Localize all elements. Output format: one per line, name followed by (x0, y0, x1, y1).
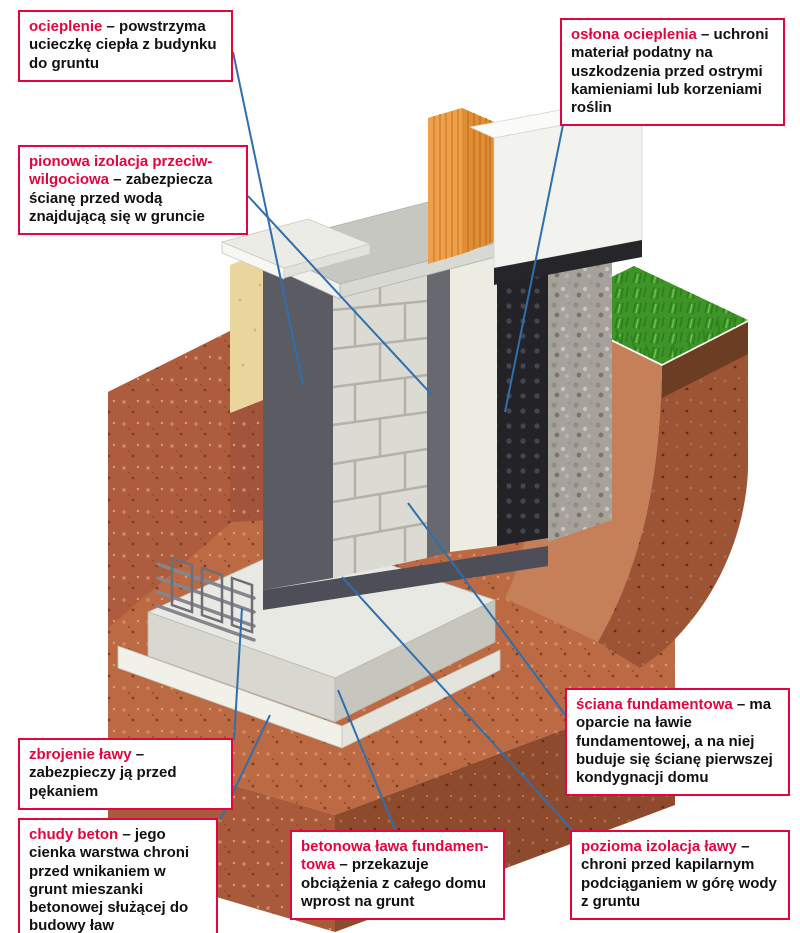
topsoil-band (662, 322, 748, 398)
callout-term: osłona ocieplenia (571, 26, 697, 43)
gravel-backfill (548, 252, 612, 542)
callout-description: – przekazuje obciążenia z całego domu wp… (301, 856, 487, 910)
callout-description: – zabezpieczy ją przed pękaniem (29, 746, 177, 800)
screed-slab (220, 218, 372, 280)
leader-pionowa-izolacja (247, 195, 433, 396)
wall-assembly (263, 226, 612, 610)
callout-description: – zabezpiecza ścianę przed wodą znajdują… (29, 171, 213, 225)
callout-pozioma-izolacja: pozioma izolacja ławy – chroni przed kap… (570, 830, 790, 921)
callout-chudy-beton: chudy beton – jego cienka warstwa chroni… (18, 818, 218, 933)
callout-term: pozioma izolacja ławy (581, 838, 737, 855)
leader-zbrojenie (233, 607, 243, 741)
callout-description: – chroni przed kapilarnym podciąganiem w… (581, 838, 777, 910)
leader-sciana (407, 502, 567, 717)
callout-term: betonowa ława fundamen-towa (301, 838, 489, 874)
callout-zbrojenie-lawy: zbrojenie ławy – zabezpieczy ją przed pę… (18, 738, 233, 810)
dimpled-membrane (497, 226, 548, 546)
callout-betonowa-lawa: betonowa ława fundamen-towa – przekazuje… (290, 830, 505, 921)
rebar (156, 556, 256, 642)
callout-term: chudy beton (29, 826, 119, 843)
lean-concrete (117, 645, 501, 749)
insulation-strip (450, 231, 497, 552)
callout-term: ocieplenie (29, 18, 103, 35)
clay-block-wall (428, 108, 494, 264)
callout-term: pionowa izolacja przeciw-wilgociowa (29, 153, 213, 189)
callout-sciana-fundamentowa: ściana fundamentowa – ma oparcie na ławi… (565, 688, 790, 797)
callout-description: – powstrzyma ucieczkę ciepła z budynku d… (29, 18, 217, 72)
mortar-joints (332, 248, 428, 573)
leader-oslona (504, 109, 567, 413)
membrane-top-band (494, 240, 642, 285)
callout-term: zbrojenie ławy (29, 746, 132, 763)
insulation-board (263, 248, 333, 590)
callout-term: ściana fundamentowa (576, 696, 733, 713)
callout-description: – ma oparcie na ławie fundamentowej, a n… (576, 696, 773, 787)
callout-pionowa-izolacja: pionowa izolacja przeciw-wilgociowa – za… (18, 145, 248, 236)
vertical-damp-membrane (427, 236, 450, 558)
leader-lawa (337, 689, 397, 833)
foundation-block-wall (332, 238, 428, 578)
callout-description: – uchroni materiał podatny na uszkodzeni… (571, 26, 769, 117)
callout-description: – jego cienka warstwa chroni przed wnika… (29, 826, 190, 933)
leader-pozioma-izolacja (341, 576, 575, 833)
callout-ocieplenie: ocieplenie – powstrzyma ucieczkę ciepła … (18, 10, 233, 82)
callout-oslona-ocieplenia: osłona ocieplenia – uchroni materiał pod… (560, 18, 785, 127)
horizontal-insulation-cap (263, 546, 548, 610)
